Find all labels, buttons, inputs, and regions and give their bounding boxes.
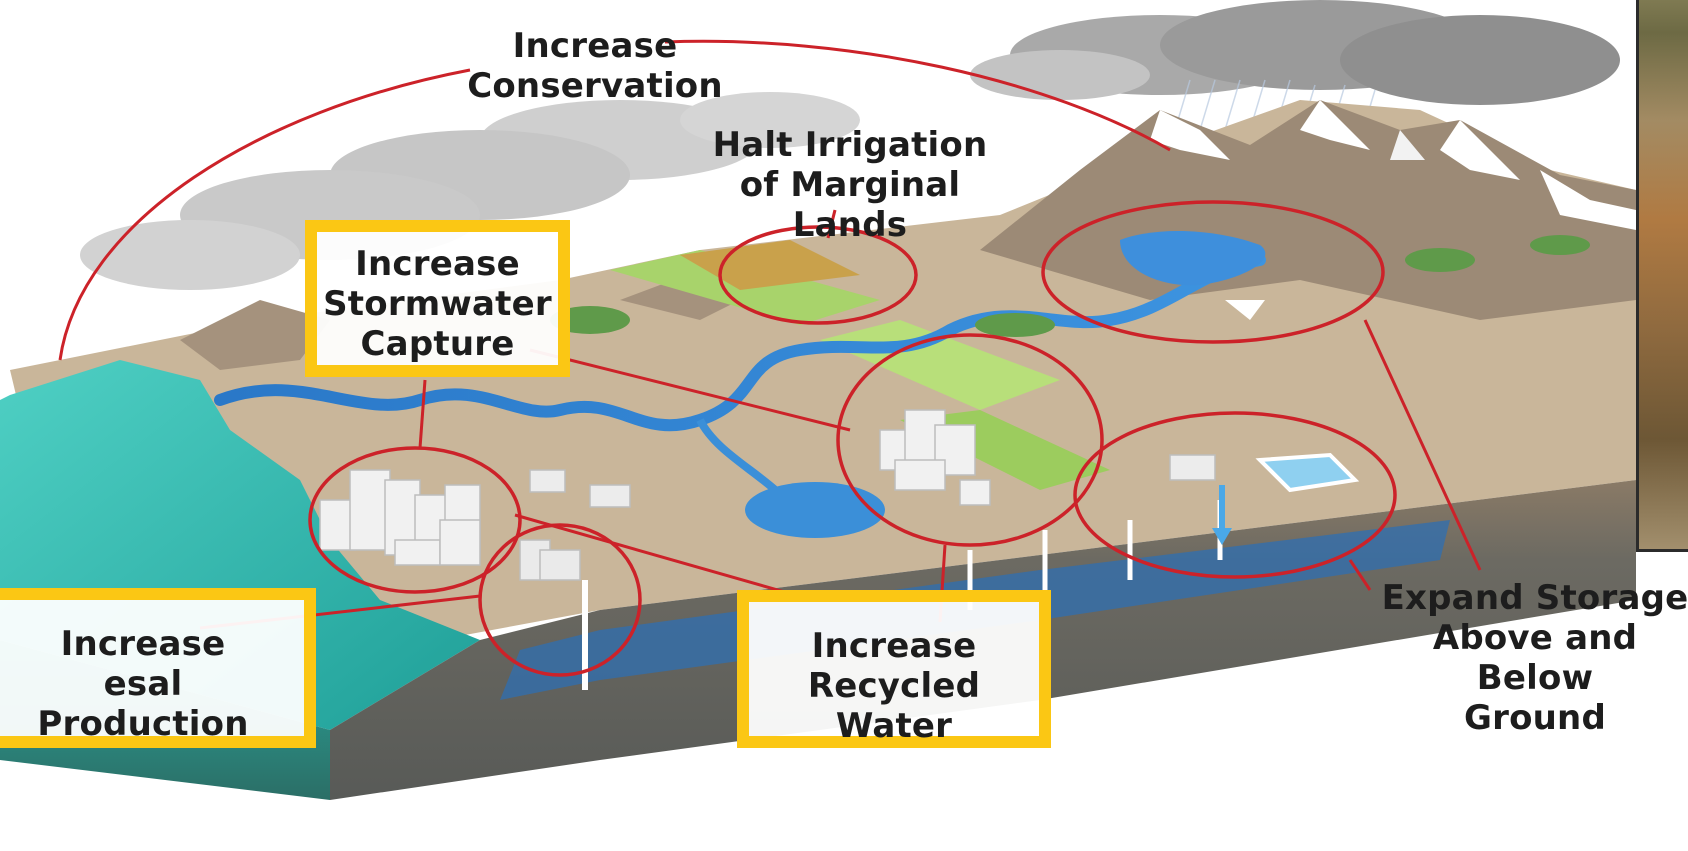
- circle-reservoir: [1041, 200, 1385, 344]
- circle-desal: [478, 523, 642, 677]
- circle-treatment: [836, 333, 1104, 547]
- city-buildings-icon: [319, 469, 481, 566]
- clouds: [80, 0, 1620, 290]
- injection-arrow-head: [1212, 528, 1232, 545]
- storage-pond: [1255, 452, 1360, 493]
- reservoir: [1120, 230, 1266, 286]
- callout-desal: Increase esal Production: [0, 588, 316, 748]
- callout-stormwater: Increase Stormwater Capture: [305, 220, 570, 377]
- label-halt-irrigation: Halt Irrigation of Marginal Lands: [712, 125, 988, 245]
- label-expand-storage: Expand Storage Above and Below Ground: [1381, 578, 1688, 738]
- label-recycled: Increase Recycled Water: [807, 626, 981, 746]
- circle-city: [308, 446, 522, 594]
- label-desal: Increase esal Production: [37, 624, 249, 744]
- wetland: [745, 482, 885, 538]
- highlight-circles: [308, 200, 1397, 677]
- side-photo: [1636, 0, 1688, 552]
- callout-recycled: Increase Recycled Water: [737, 590, 1051, 748]
- fields: [610, 240, 1110, 490]
- treatment-plant-icon: [879, 409, 991, 506]
- desalination-plant-icon: [519, 539, 588, 690]
- label-conservation: Increase Conservation: [467, 26, 723, 106]
- label-stormwater: Increase Stormwater Capture: [323, 244, 552, 364]
- pump-stations: [529, 454, 1216, 508]
- circle-groundwater: [1073, 411, 1397, 579]
- conservation-arc: [58, 39, 1171, 361]
- dam: [1225, 300, 1265, 320]
- circle-halt-irrigation: [718, 225, 918, 325]
- trees: [550, 235, 1590, 337]
